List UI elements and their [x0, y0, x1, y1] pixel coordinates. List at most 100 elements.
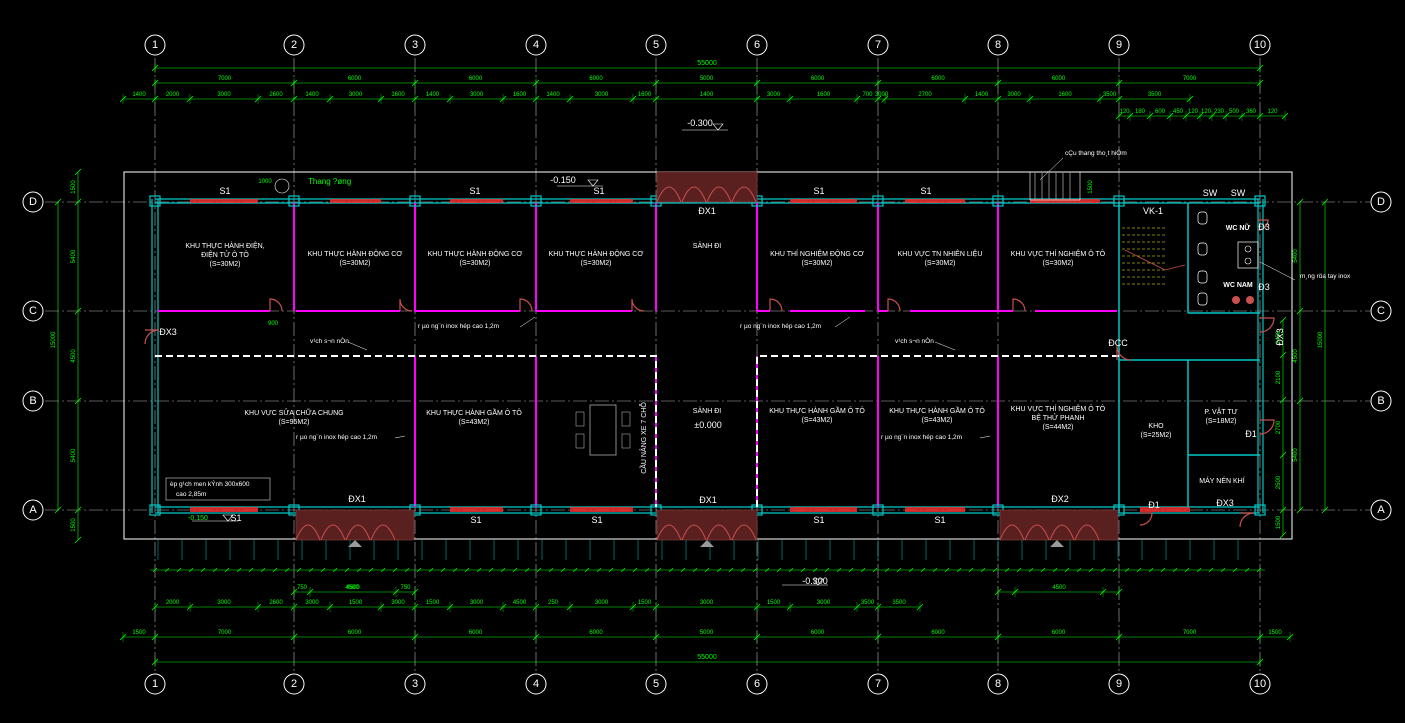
dimension-text: 360	[1246, 109, 1257, 115]
door-tag: ĐX1	[698, 206, 716, 216]
grid-bubble	[1370, 499, 1392, 521]
folding-door	[656, 509, 758, 541]
door-tag: Đ1	[1245, 429, 1257, 439]
door-leaf	[144, 329, 160, 345]
door-swing	[769, 298, 783, 312]
room-name: KHU VỰC THÍ NGHIỆM Ô TÔ	[1011, 404, 1106, 413]
dimension-text: 4500	[346, 585, 360, 591]
grid-label-column: 6	[754, 678, 760, 690]
ladder-symbol	[274, 178, 290, 194]
grid-label-column: 9	[1116, 39, 1122, 51]
level-text: ±0.000	[694, 420, 721, 430]
window-dim-tick	[296, 567, 302, 573]
folding-leaf	[1074, 524, 1100, 541]
window-dim-tick	[716, 567, 722, 573]
room-name: KHU VỰC SỬA CHỮA CHUNG	[244, 408, 343, 417]
grid-bubble	[283, 673, 305, 695]
door-tag: ĐX2	[1051, 494, 1069, 504]
grid-label-column: 5	[653, 678, 659, 690]
door-tag: ĐCC	[1108, 338, 1128, 348]
folding-leaf	[706, 186, 732, 203]
window-dim-tick	[560, 567, 566, 573]
window-dim-tick	[908, 567, 914, 573]
door-swing	[399, 298, 413, 312]
dimension-text: 6000	[811, 76, 825, 82]
dimension-tick	[1321, 198, 1329, 206]
grid-label-column: 7	[875, 39, 881, 51]
grid-label-column: 4	[533, 39, 539, 51]
room-name: KHU THỰC HÀNH GẦM Ô TÔ	[769, 405, 865, 415]
dimension-text: 3000	[817, 600, 831, 606]
dimension-text: 1400	[305, 92, 319, 98]
window-dim-tick	[1076, 567, 1082, 573]
window-dim-tick	[1124, 567, 1130, 573]
doors	[144, 171, 1275, 541]
grid-label-column: 8	[995, 39, 1001, 51]
column	[409, 195, 421, 207]
note-tile: èp g¹ch men kÝnh 300x600	[170, 479, 250, 488]
dimension-text: 1400	[426, 92, 440, 98]
leader-line	[394, 435, 406, 439]
door-leaf	[399, 298, 413, 312]
dimension-text: 450	[1173, 109, 1184, 115]
window-dim-tick	[824, 567, 830, 573]
note-tile-height: cao 2,85m	[176, 491, 206, 498]
dimension-text: 4500	[345, 585, 359, 591]
dimension-text: 3000	[470, 600, 484, 606]
door-tag: ĐX3	[1275, 328, 1285, 346]
dimension-text: 1600	[817, 92, 831, 98]
dimension-text: 6000	[348, 76, 362, 82]
door-swing	[269, 298, 283, 312]
window-dim-tick	[1208, 567, 1214, 573]
window-tag: VK-1	[1143, 206, 1163, 216]
grid-label-row: C	[1377, 305, 1385, 317]
dimension-text: 15000	[51, 331, 57, 348]
room-name: SẢNH ĐI	[693, 406, 721, 415]
window-dim-tick	[368, 567, 374, 573]
dimension-text: 6000	[931, 630, 945, 636]
grid-bubble	[1370, 300, 1392, 322]
door-tag: ĐX1	[699, 495, 717, 505]
basin-bowl	[1244, 245, 1252, 253]
room-area: (S=43M2)	[802, 417, 833, 424]
room-name: WC NAM	[1223, 282, 1253, 289]
dimension-text: 4500	[513, 600, 527, 606]
grid-label-column: 9	[1116, 678, 1122, 690]
entrance-marker	[1050, 540, 1064, 547]
window-dim-tick	[704, 567, 710, 573]
dimension-text: 7000	[218, 630, 232, 636]
window-tag: SW	[1231, 188, 1246, 198]
folding-leaf	[731, 186, 757, 203]
dimension-text: 2600	[269, 600, 283, 606]
window-dim-tick	[200, 567, 206, 573]
door-leaf	[631, 298, 645, 312]
window-dim-tick	[668, 567, 674, 573]
dimension-overall-bottom: 55000	[697, 654, 717, 661]
dimension-text: 6000	[589, 630, 603, 636]
door-leaf	[769, 298, 783, 312]
dimension-text: 1400	[132, 92, 146, 98]
grid-label-column: 6	[754, 39, 760, 51]
dimension-tick	[74, 168, 82, 176]
dimension-text: 1500	[71, 518, 77, 532]
window-dim-tick	[1172, 567, 1178, 573]
window-dim-tick	[236, 567, 242, 573]
grid-label-column: 2	[291, 39, 297, 51]
window-dim-tick	[776, 567, 782, 573]
dimension-text: 1400	[546, 92, 560, 98]
window-dim-tick	[1136, 567, 1142, 573]
dimension-overall-top: 55000	[697, 60, 717, 67]
dimension-text: 1500	[71, 180, 77, 194]
grid-bubble	[1370, 191, 1392, 213]
room-area: (S=30M2)	[460, 260, 491, 267]
window-dim-tick	[464, 567, 470, 573]
dimension-text: 1400	[700, 92, 714, 98]
window-dim-tick	[1052, 567, 1058, 573]
dimension-text: 2000	[166, 600, 180, 606]
dimension-text: 5000	[700, 630, 714, 636]
dimension-tick	[1296, 397, 1304, 405]
dimension-text: 6000	[1052, 630, 1066, 636]
folding-leaf	[295, 524, 321, 541]
room-name: KHU THỰC HÀNH ĐỘNG CƠ	[428, 249, 523, 258]
window-dim-tick	[212, 567, 218, 573]
